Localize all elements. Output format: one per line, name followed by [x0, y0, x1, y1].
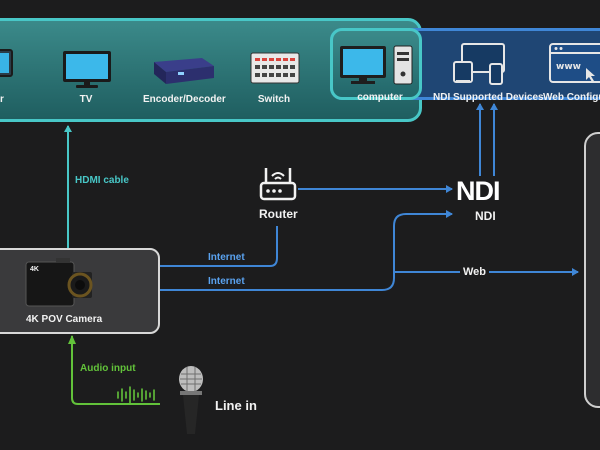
web-browser-icon: www: [549, 43, 600, 83]
camera-label: 4K POV Camera: [26, 314, 103, 325]
camera-badge: 4K: [30, 266, 39, 273]
switch-label: Switch: [257, 94, 291, 105]
computer-icon: [340, 45, 413, 85]
encoder-icon: [154, 58, 214, 84]
internet-line-ndi: [158, 210, 453, 291]
monitor-icon: [0, 49, 13, 77]
encoder-label: Encoder/Decoder: [143, 94, 226, 105]
web-config-label: Web Configu: [543, 92, 600, 103]
internet-label-1: Internet: [208, 252, 245, 263]
audio-up-arrow: [68, 335, 76, 344]
hdmi-cable-label: HDMI cable: [75, 175, 129, 186]
cut-device-label: r: [0, 94, 4, 105]
router-icon: [259, 168, 297, 201]
web-label: Web: [460, 266, 490, 278]
web-destination-box: [584, 132, 600, 408]
microphone-icon: [179, 366, 203, 434]
line-in-label: Line in: [215, 398, 257, 413]
router-label: Router: [259, 207, 298, 221]
ndi-devices-icon: [453, 43, 505, 85]
computer-label: computer: [357, 92, 403, 103]
internet-label-2: Internet: [208, 276, 245, 287]
ndi-devices-label: NDI Supported Devices: [433, 92, 544, 103]
ndi-logo: NDI: [456, 176, 500, 206]
switch-icon: [250, 52, 300, 84]
waveform-icon: [117, 386, 155, 404]
svg-text:www: www: [556, 62, 581, 72]
tv-label: TV: [79, 94, 93, 105]
camera-icon: [25, 258, 93, 307]
ndi-label: NDI: [475, 209, 496, 223]
internet-line-router: [158, 226, 278, 267]
audio-input-label: Audio input: [80, 363, 136, 374]
audio-line: [71, 336, 160, 405]
tv-icon: [63, 51, 111, 88]
